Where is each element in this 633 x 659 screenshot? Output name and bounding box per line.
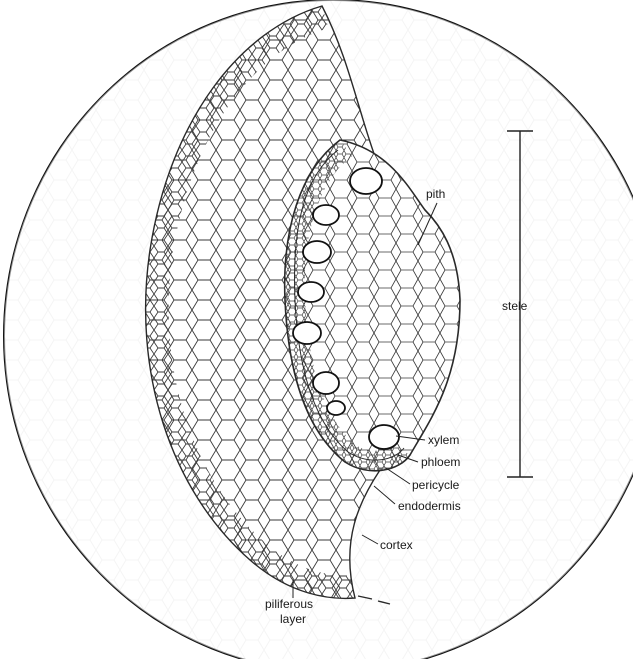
label-xylem: xylem xyxy=(428,433,459,447)
xylem-vessel xyxy=(313,372,339,394)
label-phloem: phloem xyxy=(421,455,460,469)
label-endodermis: endodermis xyxy=(398,499,461,513)
label-pericycle: pericycle xyxy=(412,478,460,492)
label-stele: stele xyxy=(502,299,528,313)
xylem-vessel xyxy=(293,322,321,344)
xylem-vessel xyxy=(313,205,339,225)
xylem-vessel xyxy=(327,401,345,415)
xylem-vessel xyxy=(303,241,331,263)
label-pith: pith xyxy=(426,187,445,201)
xylem-vessel xyxy=(298,282,324,302)
xylem-vessel xyxy=(369,425,399,449)
label-piliferous-line2: layer xyxy=(280,612,306,626)
label-cortex: cortex xyxy=(380,538,413,552)
xylem-vessel xyxy=(350,168,382,194)
label-piliferous-line1: piliferous xyxy=(265,597,313,611)
